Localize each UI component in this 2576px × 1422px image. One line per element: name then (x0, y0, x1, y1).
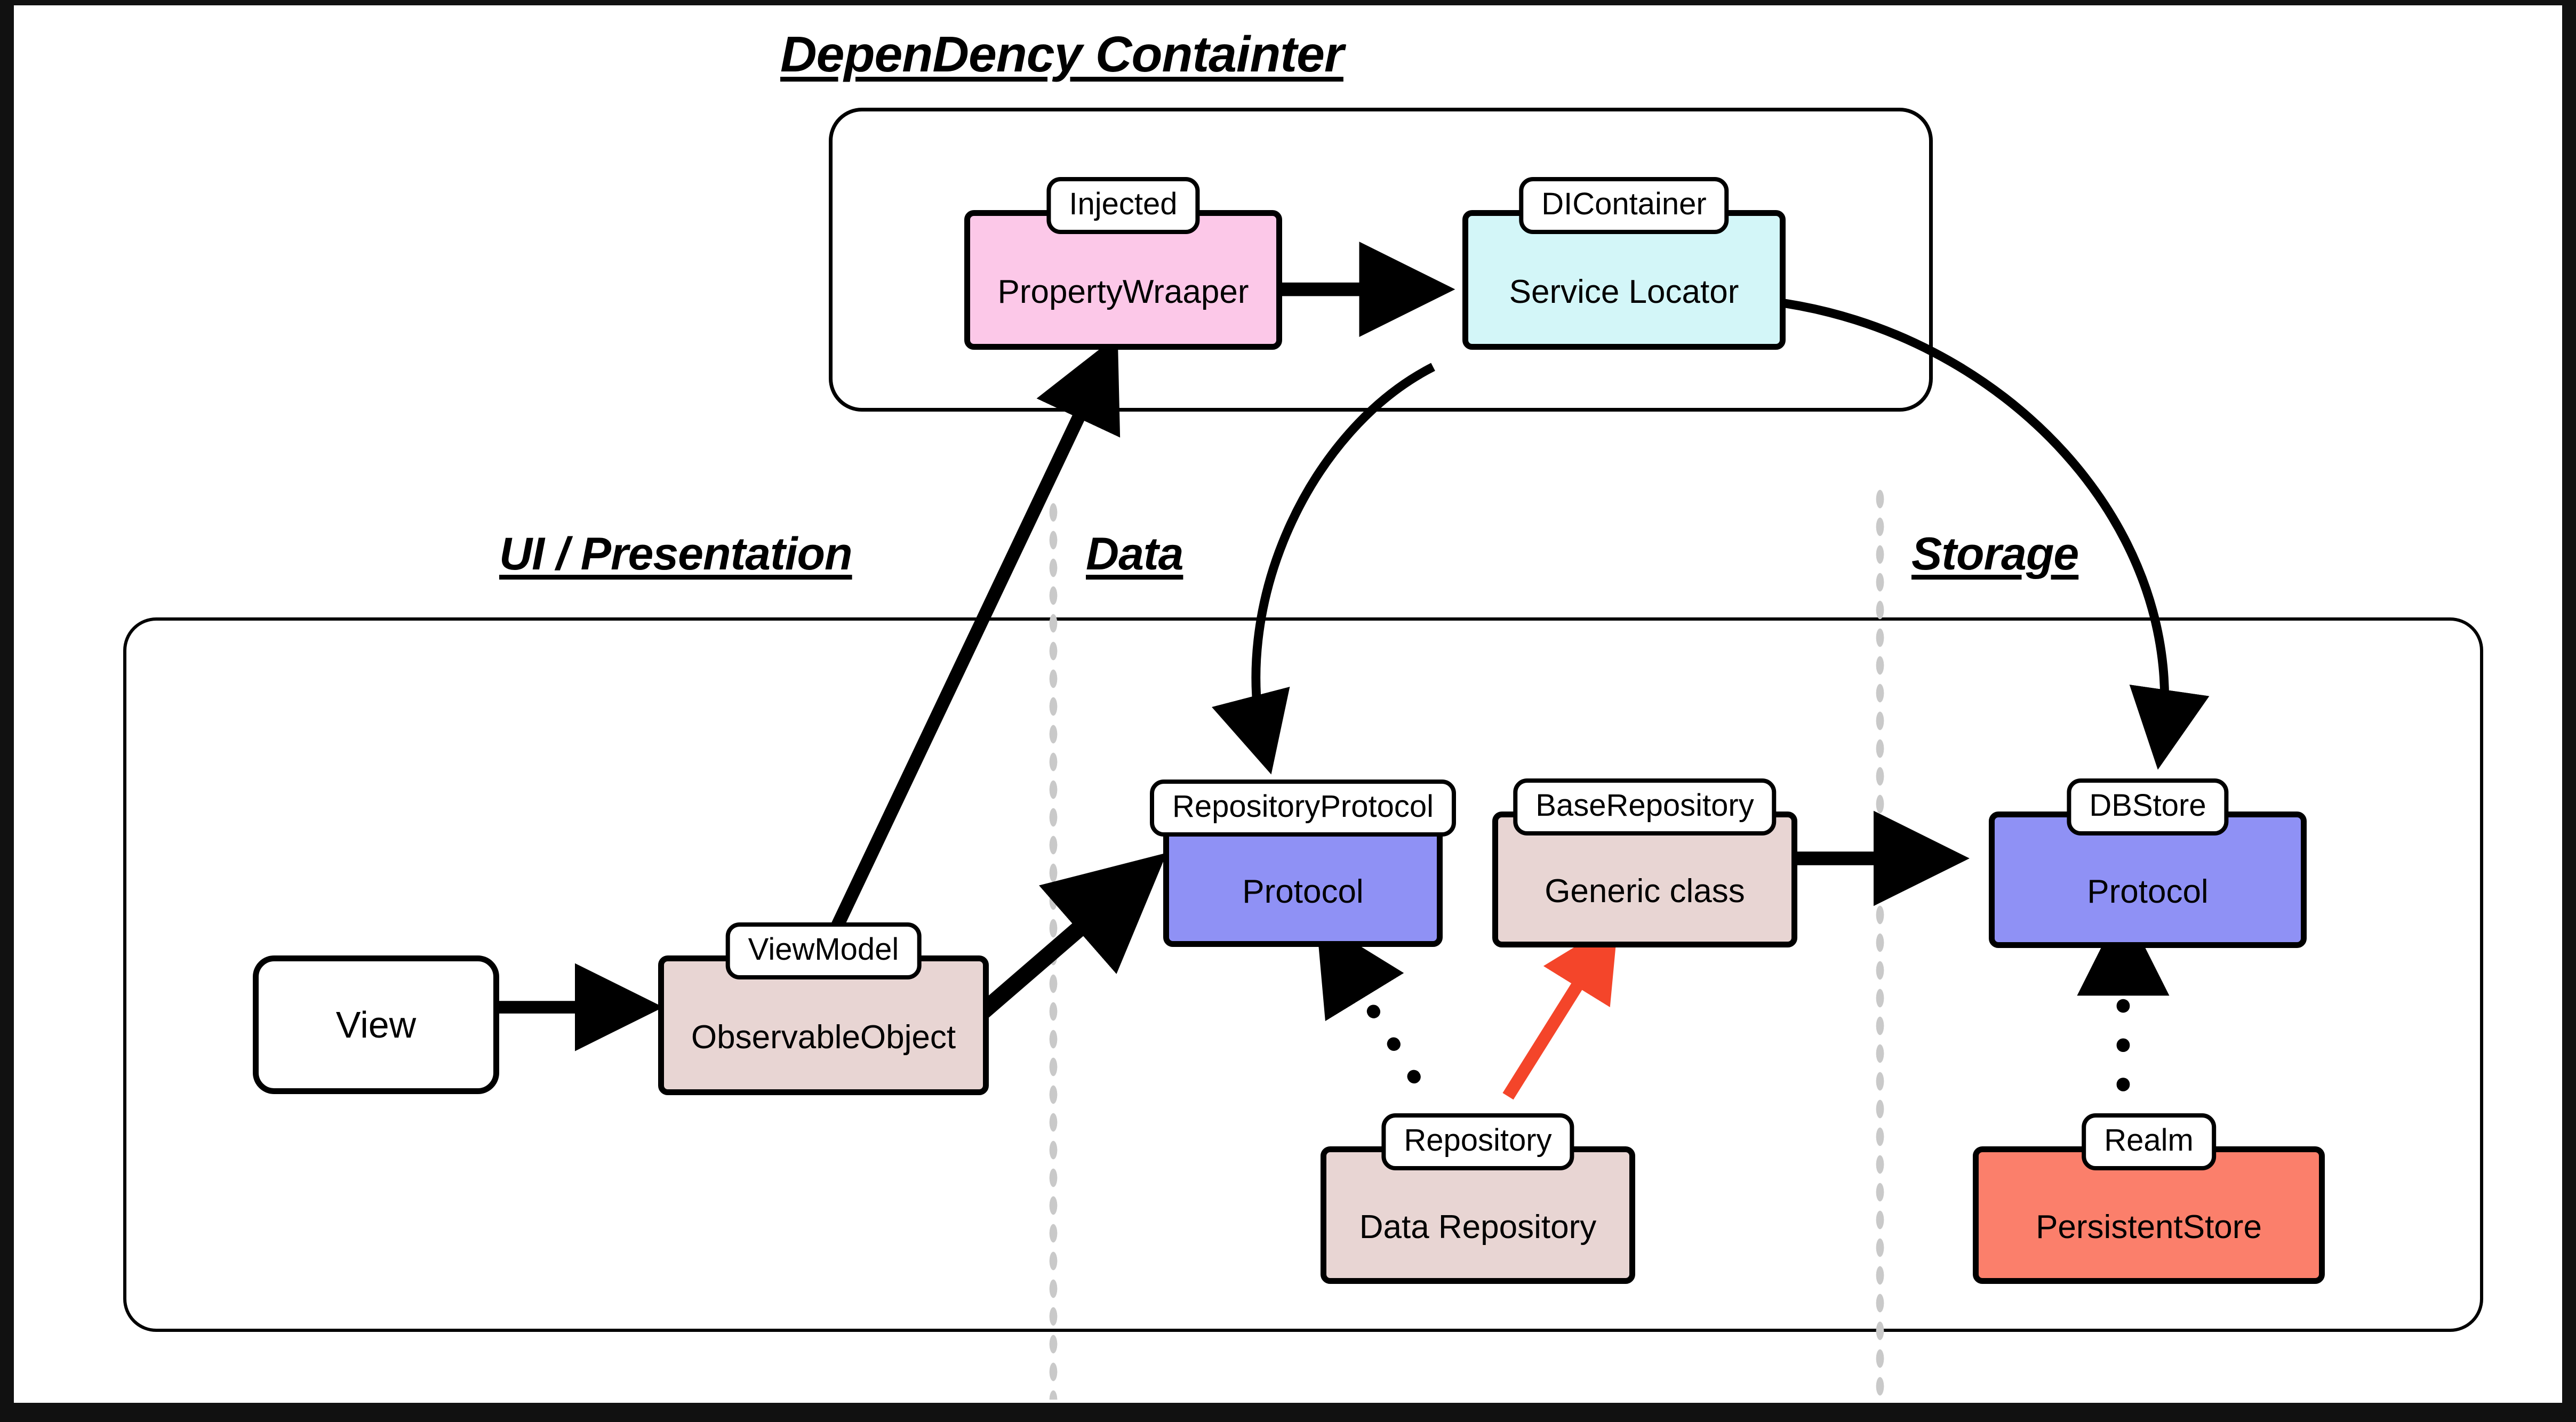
node-dicontainer-subtitle: Service Locator (1509, 273, 1739, 310)
node-injected-tab: Injected (1046, 177, 1200, 234)
node-baserepository-subtitle: Generic class (1545, 873, 1745, 910)
node-dbstore-tab: DBStore (2067, 778, 2229, 835)
node-realm-tab: Realm (2082, 1113, 2216, 1170)
node-dbstore-subtitle: Protocol (2087, 873, 2209, 910)
node-view-label: View (335, 1004, 417, 1046)
node-viewmodel-subtitle: ObservableObject (691, 1018, 956, 1056)
divider-ui-data (1047, 499, 1059, 1400)
node-repositoryprotocol-subtitle: Protocol (1242, 873, 1364, 910)
node-injected-subtitle: PropertyWraaper (997, 273, 1249, 310)
node-repositoryprotocol-tab: RepositoryProtocol (1150, 780, 1456, 837)
node-baserepository-tab: BaseRepository (1513, 778, 1777, 835)
page-title: DepenDency Containter (780, 26, 1344, 83)
node-repository-subtitle: Data Repository (1359, 1208, 1597, 1246)
node-viewmodel-body: ObservableObject (658, 955, 989, 1095)
layer-heading-ui: UI / Presentation (499, 528, 853, 580)
layer-heading-data: Data (1086, 528, 1183, 580)
diagram-canvas: DepenDency Containter UI / Presentation … (14, 5, 2562, 1403)
node-realm-subtitle: PersistentStore (2036, 1208, 2262, 1246)
node-view[interactable]: View (253, 955, 499, 1094)
divider-data-storage (1874, 485, 1886, 1400)
node-dicontainer-tab: DIContainer (1519, 177, 1729, 234)
layer-heading-storage: Storage (1911, 528, 2079, 580)
node-repository-tab: Repository (1381, 1113, 1574, 1170)
node-viewmodel-tab: ViewModel (725, 922, 922, 979)
